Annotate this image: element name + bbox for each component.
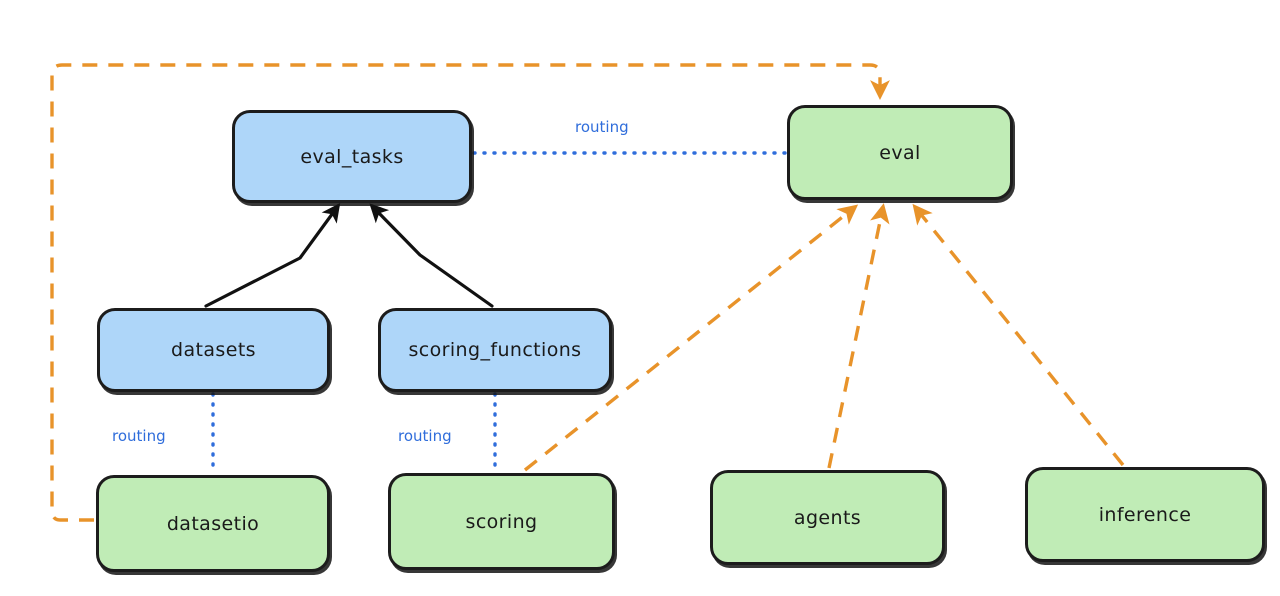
node-datasetio[interactable]: datasetio <box>96 475 330 572</box>
node-label-eval-tasks: eval_tasks <box>300 145 404 168</box>
node-label-eval: eval <box>879 141 921 164</box>
node-label-scoring-functions: scoring_functions <box>408 339 582 361</box>
node-eval-tasks[interactable]: eval_tasks <box>232 110 472 203</box>
edge-scoring_functions-to-eval_tasks <box>369 203 494 308</box>
node-label-inference: inference <box>1098 503 1192 526</box>
node-datasets[interactable]: datasets <box>97 308 330 392</box>
edge-label-routing-middle: routing <box>398 427 452 445</box>
edge-datasetio-to-eval-provider <box>50 63 890 522</box>
node-eval[interactable]: eval <box>787 105 1013 200</box>
edge-inference-to-eval-provider <box>912 203 1125 467</box>
node-scoring[interactable]: scoring <box>388 473 615 570</box>
node-label-scoring: scoring <box>465 510 538 533</box>
edge-datasets-to-eval_tasks <box>204 202 341 308</box>
edge-label-routing-left: routing <box>112 427 166 445</box>
node-label-datasets: datasets <box>171 339 256 361</box>
node-agents[interactable]: agents <box>710 470 945 565</box>
node-label-agents: agents <box>793 506 862 529</box>
edge-label-routing-top: routing <box>575 118 629 136</box>
node-scoring-functions[interactable]: scoring_functions <box>378 308 612 392</box>
node-label-datasetio: datasetio <box>166 512 260 535</box>
edge-agents-to-eval-provider <box>827 203 890 469</box>
edge-scoring-to-eval-provider <box>523 204 859 472</box>
node-inference[interactable]: inference <box>1025 467 1265 562</box>
